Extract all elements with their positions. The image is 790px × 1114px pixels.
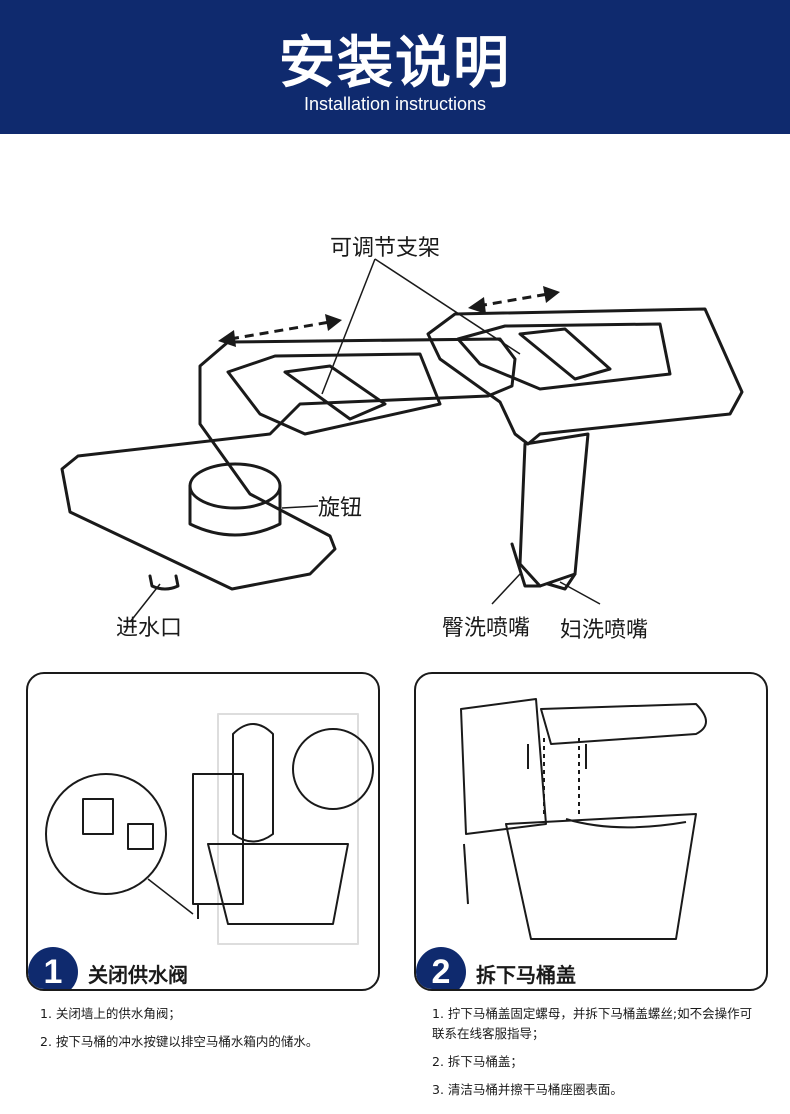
product-diagram: 可调节支架 旋钮 进水口 臀洗喷嘴 妇洗喷嘴 (0, 134, 790, 664)
label-adjustable-bracket: 可调节支架 (330, 236, 441, 261)
step-2-instruction: 1. 拧下马桶盖固定螺母，并拆下马桶盖螺丝;如不会操作可联系在线客服指导； (432, 1006, 753, 1041)
step-2-panel: 2 拆下马桶盖 (414, 672, 768, 991)
label-hip-nozzle: 臀洗喷嘴 (442, 616, 531, 641)
step-1-instruction: 2. 按下马桶的冲水按键以排空马桶水箱内的储水。 (40, 1034, 319, 1049)
step-2-instructions: 1. 拧下马桶盖固定螺母，并拆下马桶盖螺丝;如不会操作可联系在线客服指导； 2.… (432, 1004, 762, 1108)
label-knob: 旋钮 (318, 496, 363, 521)
label-feminine-nozzle: 妇洗喷嘴 (560, 618, 649, 643)
page-title: 安装说明 (279, 31, 511, 96)
step-1-panel: 1 关闭供水阀 (26, 672, 380, 991)
step-1-instruction: 1. 关闭墙上的供水角阀； (40, 1006, 181, 1021)
step-2-instruction: 3. 清洁马桶并擦干马桶座圈表面。 (432, 1082, 623, 1097)
label-water-inlet: 进水口 (116, 616, 183, 641)
bracket-right (426, 307, 744, 446)
step-1-title: 关闭供水阀 (88, 963, 188, 987)
step-1-instructions: 1. 关闭墙上的供水角阀； 2. 按下马桶的冲水按键以排空马桶水箱内的储水。 (40, 1004, 370, 1060)
step-2-instruction: 2. 拆下马桶盖； (432, 1054, 523, 1069)
page-subtitle: Installation instructions (303, 94, 487, 114)
header-banner: 安装说明 Installation instructions (0, 0, 790, 134)
bidet-illustration (60, 258, 744, 623)
step-1-illustration (45, 713, 374, 945)
step-2-title: 拆下马桶盖 (476, 963, 576, 987)
bracket-body (60, 337, 517, 591)
step-1-number: 1 (28, 947, 78, 989)
step-2-illustration (460, 698, 707, 940)
step-2-number: 2 (416, 947, 466, 989)
